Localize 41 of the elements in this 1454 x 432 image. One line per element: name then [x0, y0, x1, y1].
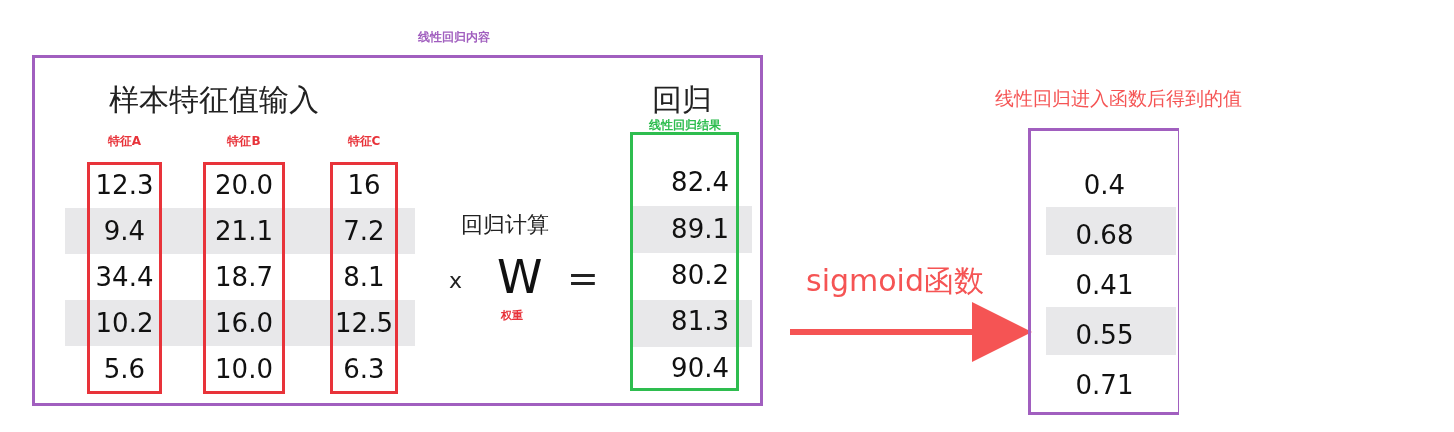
value-text: 81.3 [671, 308, 729, 335]
value-text: 7.2 [343, 218, 385, 244]
value-text: 6.3 [343, 356, 385, 382]
value-text: 82.4 [671, 169, 729, 196]
value-text: 12.3 [95, 172, 154, 198]
column-heading: 特征B [226, 135, 262, 147]
value-text: 5.6 [103, 356, 146, 382]
value-text: 18.7 [215, 264, 273, 290]
value-text: 0.71 [1075, 372, 1134, 398]
value-text: 0.41 [1075, 272, 1134, 298]
value-text: 10.2 [95, 310, 154, 336]
weight-symbol: W [497, 254, 543, 300]
edge-label: sigmoid函数 [806, 266, 984, 296]
value-text: 90.4 [671, 354, 729, 381]
section-title: 样本特征值输入 [109, 85, 319, 115]
value-text: 16.0 [215, 310, 273, 336]
content-frame [32, 55, 763, 406]
value-text: 0.4 [1083, 172, 1126, 198]
equals-sign: = [567, 259, 599, 297]
box-heading: 线性回归进入函数后得到的值 [995, 89, 1242, 108]
section-title: 回归 [652, 85, 712, 115]
value-text: 12.5 [335, 310, 393, 336]
value-text: 80.2 [671, 262, 729, 288]
operation-label: 回归计算 [461, 214, 549, 236]
value-text: 8.1 [343, 264, 385, 290]
value-text: 0.68 [1075, 222, 1134, 248]
value-text: 16 [347, 172, 381, 198]
weight-caption: 权重 [501, 310, 523, 321]
value-text: 0.55 [1075, 322, 1134, 348]
value-text: 34.4 [95, 264, 154, 290]
value-text: 10.0 [215, 356, 273, 382]
column-heading: 线性回归结果 [647, 119, 722, 131]
value-text: 9.4 [103, 218, 146, 244]
multiply-sign: x [449, 270, 463, 292]
column-heading: 特征C [346, 135, 382, 147]
box-heading: 线性回归内容 [418, 31, 490, 43]
value-text: 21.1 [215, 218, 273, 244]
column-heading: 特征A [106, 135, 143, 147]
value-text: 20.0 [215, 172, 273, 198]
output-column-box [1028, 128, 1179, 415]
value-text: 89.1 [671, 215, 729, 242]
